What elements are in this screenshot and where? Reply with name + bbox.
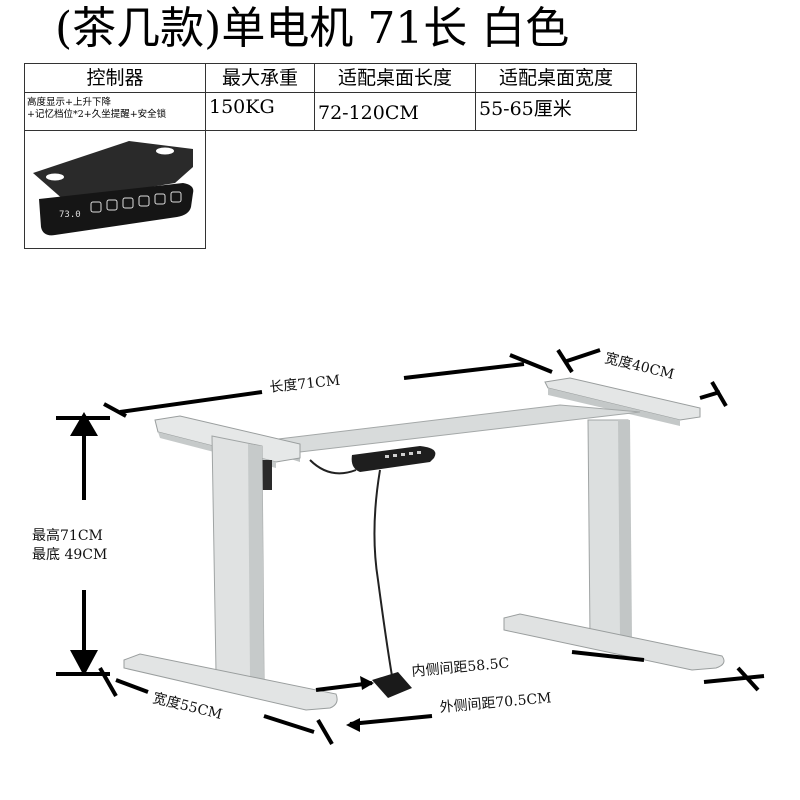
header-max-load: 最大承重 <box>205 63 315 93</box>
spec-header-row: 控制器 最大承重 适配桌面长度 适配桌面宽度 <box>24 63 637 93</box>
up-button-icon <box>90 201 102 213</box>
height-min-label: 最底 49CM <box>32 547 107 563</box>
right-foot <box>503 613 725 671</box>
memory2-button-icon <box>138 195 150 207</box>
arrow-up-icon <box>70 412 98 436</box>
down-button-icon <box>106 199 118 211</box>
controller-buttons <box>90 191 182 213</box>
arrow-outer-icon <box>346 718 360 732</box>
depth-label: 宽度40CM <box>603 349 676 383</box>
feature-line-2: +记忆档位*2+久坐提醒+安全锁 <box>27 109 167 120</box>
length-line-right <box>403 362 525 380</box>
inner-spacing-label: 内侧间距58.5C <box>411 656 510 680</box>
arrow-down-icon <box>70 650 98 676</box>
dimension-lines <box>56 348 765 746</box>
length-line-left <box>119 390 263 414</box>
desk-width-value: 55-65厘米 <box>475 92 637 131</box>
left-foot <box>123 653 338 711</box>
width-label: 宽度55CM <box>151 689 224 723</box>
power-cable <box>373 469 393 677</box>
controller-features: 高度显示+上升下降 +记忆档位*2+久坐提醒+安全锁 <box>24 92 206 131</box>
memory1-button-icon <box>122 197 134 209</box>
spec-table: 控制器 最大承重 适配桌面长度 适配桌面宽度 高度显示+上升下降 +记忆档位*2… <box>24 63 637 249</box>
length-label: 长度71CM <box>269 373 341 396</box>
product-title: (茶几款)单电机 71长 白色 <box>55 3 570 54</box>
feature-line-1: 高度显示+上升下降 <box>27 97 111 108</box>
bracket-hole-right <box>156 147 174 155</box>
controller-image: 73.0 <box>33 141 194 236</box>
max-load-value: 150KG <box>205 92 315 131</box>
controller-cable <box>309 459 357 475</box>
desk-length-value: 72-120CM <box>314 92 476 131</box>
outer-spacing-label: 外侧间距70.5CM <box>439 690 552 716</box>
dimension-arrows <box>70 412 374 732</box>
controller-bracket <box>33 141 193 201</box>
bracket-hole-left <box>46 173 64 181</box>
motor-icon <box>262 460 272 490</box>
header-desk-length: 适配桌面长度 <box>314 63 476 93</box>
height-max-label: 最高71CM <box>32 527 103 544</box>
lock-button-icon <box>170 191 182 203</box>
spec-image-row: 73.0 <box>24 130 637 249</box>
header-controller: 控制器 <box>24 63 206 93</box>
arrow-inner-icon <box>360 676 374 690</box>
controller-display: 73.0 <box>59 210 81 220</box>
mounted-controller <box>351 446 436 472</box>
reminder-button-icon <box>154 193 166 205</box>
spec-value-row: 高度显示+上升下降 +记忆档位*2+久坐提醒+安全锁 150KG 72-120C… <box>24 92 637 131</box>
crossbar <box>269 404 641 453</box>
power-adapter <box>372 672 412 698</box>
controller-image-cell: 73.0 <box>24 130 206 249</box>
